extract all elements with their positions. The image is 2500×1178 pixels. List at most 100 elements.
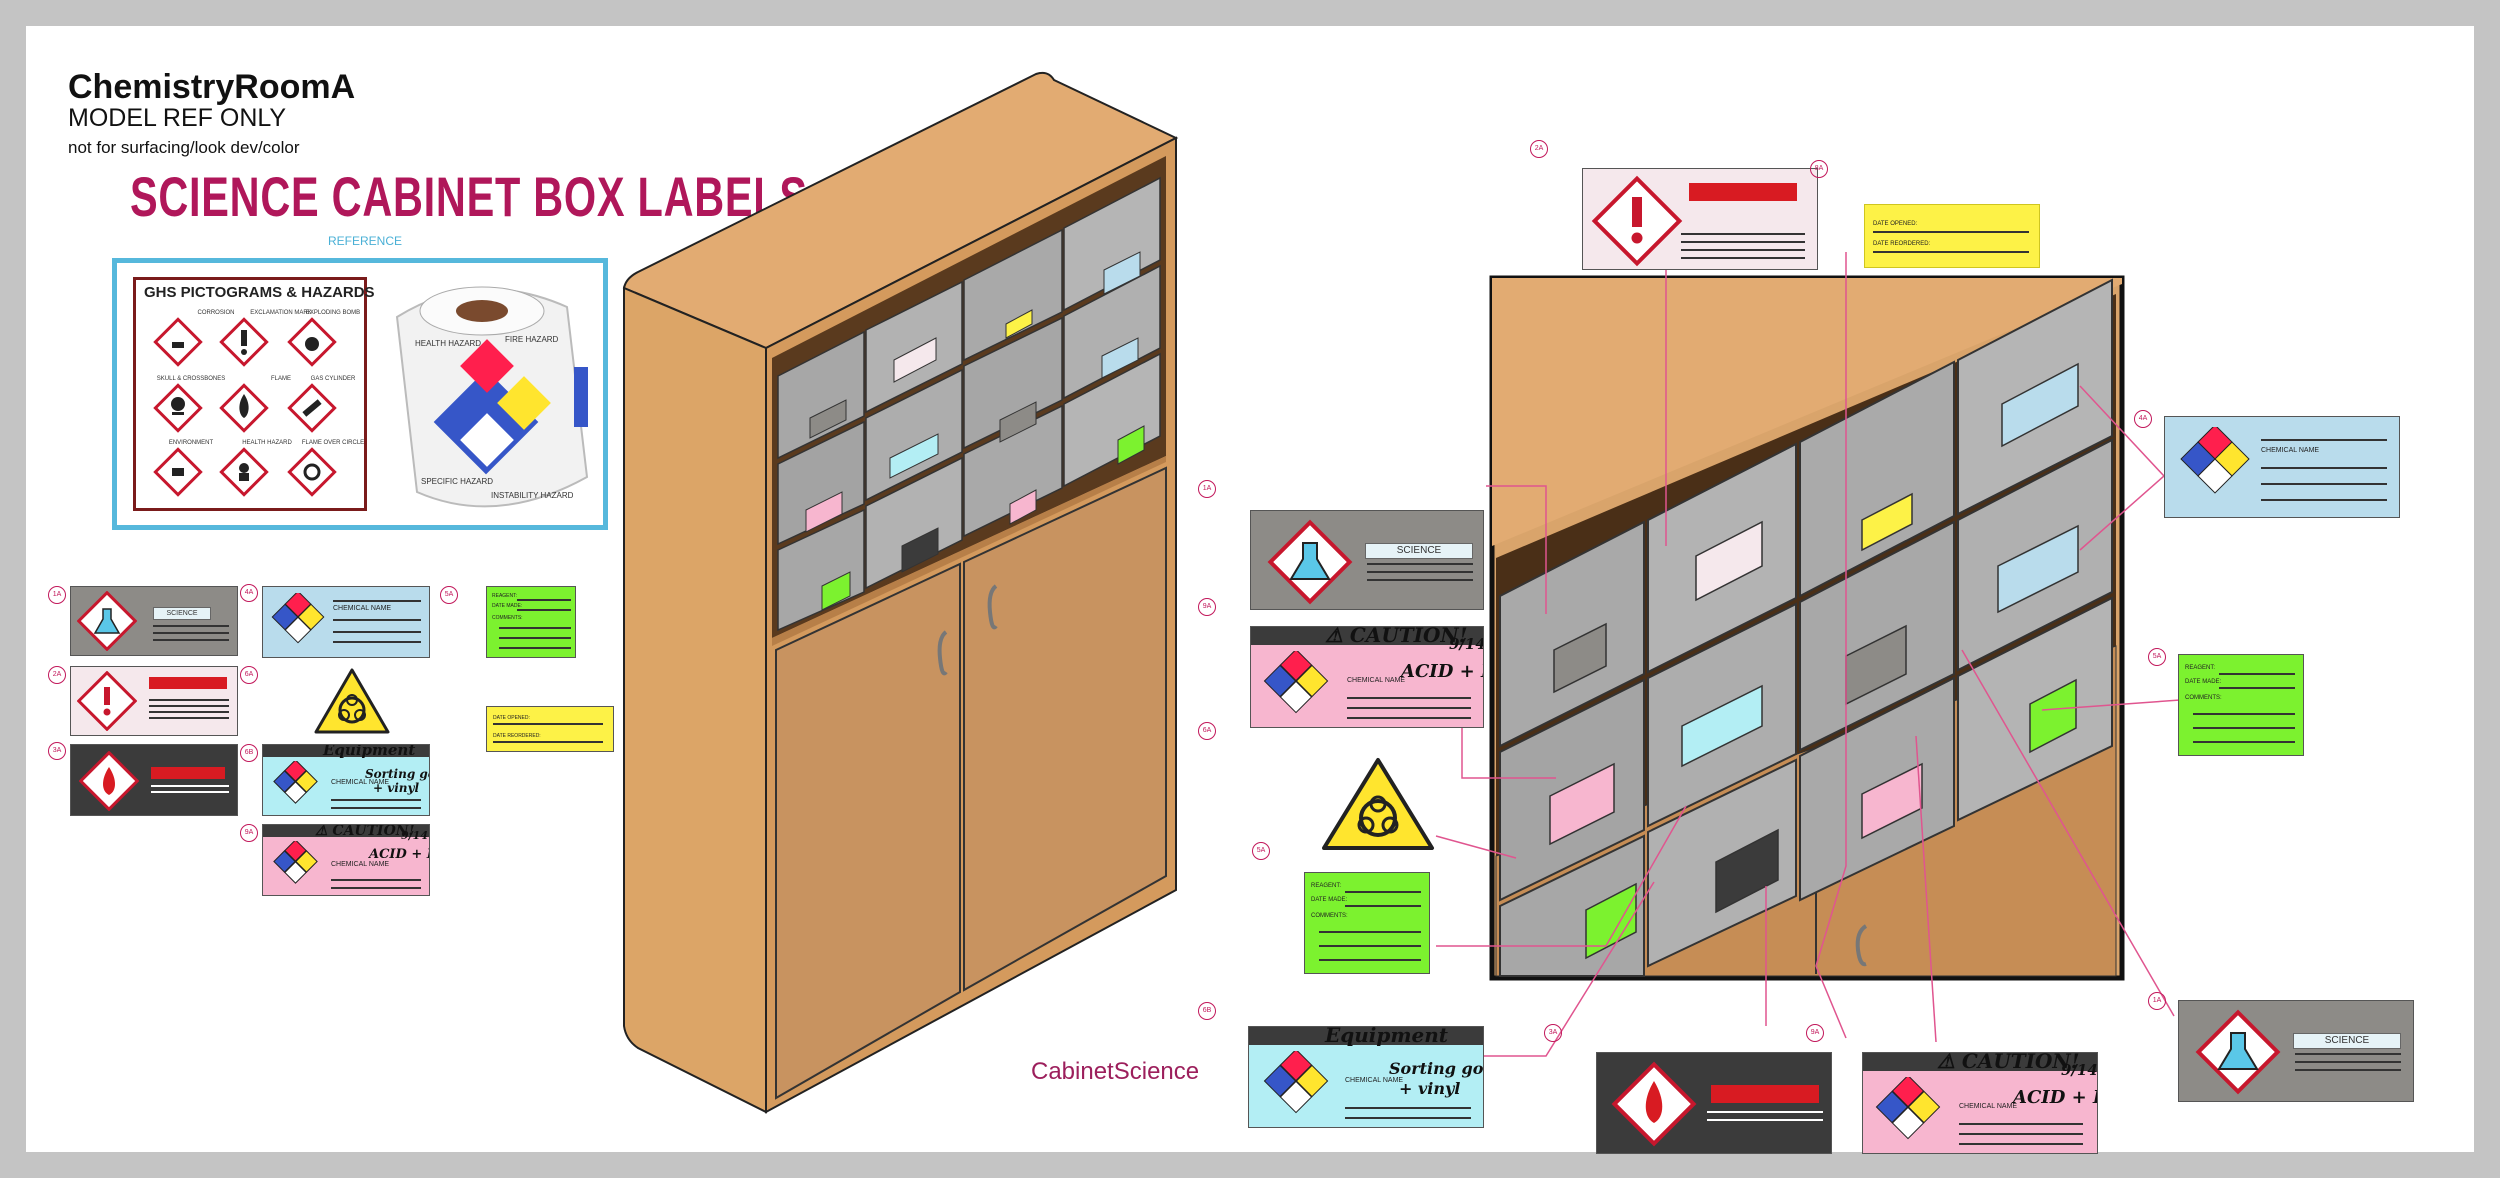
cabinet-name: CabinetScience	[1031, 1058, 1200, 1085]
acid-handwriting: ACID + HK	[2013, 1087, 2097, 1108]
biohazard-icon	[314, 668, 390, 734]
callout-6b-zoom: 6B	[1198, 1002, 1216, 1020]
callout-6a: 6A	[240, 666, 258, 684]
callout-9a-zoom-bottom: 9A	[1806, 1024, 1824, 1042]
label-6b-large: Equipment CHEMICAL NAME Sorting goggle +…	[1248, 1026, 1484, 1128]
surfacing-note: not for surfacing/look dev/color	[68, 138, 300, 157]
label-roll-drawing	[395, 286, 589, 508]
room-title: ChemistryRoomA	[68, 68, 356, 106]
ghs-name-label: GAS CYLINDER	[310, 376, 356, 382]
chemical-name-caption: CHEMICAL NAME	[333, 605, 392, 612]
caution-handwriting: ⚠ CAUTION!	[315, 824, 415, 839]
callout-8a-zoom: 8A	[1810, 160, 1828, 178]
nfpa-diamond-icon	[1875, 1077, 1941, 1140]
callout-5a: 5A	[440, 586, 458, 604]
red-warning-bar	[1689, 183, 1797, 201]
ghs-name-labels: CORROSION EXCLAMATION MARK EXPLODING BOM…	[136, 280, 364, 508]
ghs-pictogram-grid	[153, 317, 337, 497]
callout-3a-zoom: 3A	[1544, 1024, 1562, 1042]
label-2a-large	[1582, 168, 1818, 270]
callout-1a-zoom: 1A	[1198, 480, 1216, 498]
date-handwriting: 9/14	[401, 829, 428, 842]
chemical-name-caption: CHEMICAL NAME	[1959, 1103, 2018, 1110]
flame-hazard-icon	[1611, 1061, 1697, 1147]
ghs-pictogram-card: GHS PICTOGRAMS & HAZARDS	[133, 277, 375, 511]
date-handwriting: 9/14	[2061, 1061, 2098, 1079]
label-roll-photo: HEALTH HAZARD FIRE HAZARD SPECIFIC HAZAR…	[387, 277, 597, 517]
exclamation-hazard-icon	[77, 671, 137, 731]
label-5a-small: REAGENT: DATE MADE: COMMENTS:	[486, 586, 576, 658]
date-handwriting: 9/14	[1449, 635, 1484, 653]
equipment-handwriting: Equipment	[323, 744, 416, 759]
label-5a-large-right: REAGENT: DATE MADE: COMMENTS:	[2178, 654, 2304, 756]
roll-specific-text: SPECIFIC HAZARD	[421, 477, 494, 486]
equipment-note-2: + vinyl	[373, 781, 420, 795]
section-heading: SCIENCE CABINET BOX LABELS	[130, 165, 808, 228]
red-warning-bar	[151, 767, 225, 779]
date-made-caption: DATE MADE:	[1311, 897, 1348, 903]
callout-2a-zoom: 2A	[1530, 140, 1548, 158]
date-made-caption: DATE MADE:	[492, 603, 523, 609]
equipment-note-1: Sorting goggle	[1389, 1059, 1484, 1078]
ghs-name-label: EXPLODING BOMB	[305, 310, 361, 316]
reagent-caption: REAGENT:	[1311, 883, 1342, 889]
label-4a-small: CHEMICAL NAME	[262, 586, 430, 658]
label-9a-large-left: ⚠ CAUTION! 9/14 CHEMICAL NAME ACID + HK	[1250, 626, 1484, 728]
callout-1a: 1A	[48, 586, 66, 604]
acid-handwriting: ACID + HK	[369, 847, 429, 862]
callout-6a-zoom: 6A	[1198, 722, 1216, 740]
ghs-name-label: CORROSION	[197, 310, 235, 316]
reference-label: REFERENCE	[328, 234, 403, 248]
cabinet-drawing	[622, 71, 2181, 1114]
ghs-name-label: HEALTH HAZARD	[242, 440, 292, 446]
nfpa-diamond-icon	[2180, 427, 2250, 494]
ghs-name-label: SKULL & CROSSBONES	[156, 376, 226, 382]
label-5a-large-left: REAGENT: DATE MADE: COMMENTS:	[1304, 872, 1430, 974]
label-9a-small: ⚠ CAUTION! 9/14 CHEMICAL NAME ACID + HK	[262, 824, 430, 896]
caution-handwriting: ⚠ CAUTION!	[1325, 626, 1468, 647]
nfpa-diamond-icon	[273, 841, 318, 884]
reference-image-box: GHS PICTOGRAMS & HAZARDS	[112, 258, 608, 530]
date-reordered-caption: DATE REORDERED:	[1873, 241, 1931, 247]
reagent-caption: REAGENT:	[492, 593, 518, 599]
roll-instability-text: INSTABILITY HAZARD	[491, 491, 574, 500]
nfpa-diamond-icon	[1263, 1051, 1329, 1114]
ghs-name-label: FLAME OVER CIRCLE	[301, 440, 365, 446]
reference-sheet: ChemistryRoomA MODEL REF ONLY not for su…	[26, 26, 2474, 1154]
label-1a-large-right: SCIENCE	[2178, 1000, 2414, 1102]
nfpa-diamond-icon	[1263, 651, 1329, 714]
science-tag: SCIENCE	[153, 607, 211, 620]
label-1a-large: SCIENCE	[1250, 510, 1484, 610]
roll-fire-text: FIRE HAZARD	[505, 335, 559, 344]
label-3a-small	[70, 744, 238, 816]
callout-1a-zoom-right: 1A	[2148, 992, 2166, 1010]
ghs-name-label: EXCLAMATION MARK	[250, 310, 312, 316]
chemical-name-caption: CHEMICAL NAME	[331, 861, 390, 868]
equipment-note-1: Sorting goggle	[365, 767, 429, 781]
ghs-name-label: ENVIRONMENT	[168, 440, 214, 446]
flame-hazard-icon	[79, 751, 139, 811]
label-6b-small: Equipment CHEMICAL NAME Sorting goggle +…	[262, 744, 430, 816]
biohazard-icon	[1322, 758, 1434, 850]
exclamation-hazard-icon	[1591, 175, 1683, 267]
callout-2a: 2A	[48, 666, 66, 684]
label-1a-small: SCIENCE	[70, 586, 238, 656]
label-4a-large: CHEMICAL NAME	[2164, 416, 2400, 518]
flask-hazard-icon	[77, 591, 137, 651]
label-8a-large: DATE OPENED: DATE REORDERED:	[1864, 204, 2040, 268]
flask-hazard-icon	[2195, 1009, 2281, 1095]
comments-caption: COMMENTS:	[2185, 695, 2222, 701]
red-warning-bar	[149, 677, 227, 689]
chemical-name-caption: CHEMICAL NAME	[2261, 447, 2320, 454]
ghs-name-label: FLAME	[270, 376, 291, 382]
model-ref-note: MODEL REF ONLY	[68, 104, 287, 132]
flask-hazard-icon	[1267, 519, 1353, 605]
nfpa-diamond-icon	[271, 593, 325, 644]
comments-caption: COMMENTS:	[1311, 913, 1348, 919]
chemical-name-caption: CHEMICAL NAME	[1347, 677, 1406, 684]
acid-handwriting: ACID + HK	[1401, 661, 1483, 682]
chemical-name-caption: CHEMICAL NAME	[1345, 1077, 1404, 1084]
date-made-caption: DATE MADE:	[2185, 679, 2222, 685]
chemical-name-caption: CHEMICAL NAME	[331, 779, 390, 786]
callout-4a-zoom: 4A	[2134, 410, 2152, 428]
